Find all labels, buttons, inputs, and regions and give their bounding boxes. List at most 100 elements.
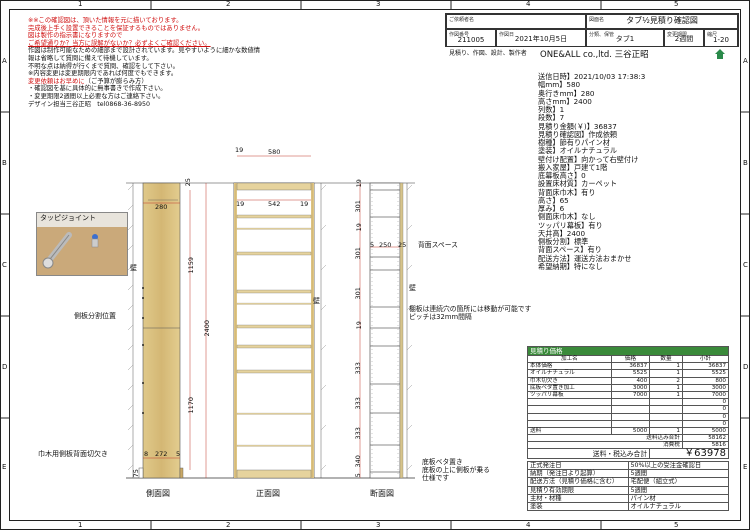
drawing-name: タブ½見積り確認図: [626, 16, 698, 25]
table-row: 塗装オイルナチュラル: [527, 501, 729, 512]
row-item: [527, 412, 612, 421]
grid-col-3: 3: [376, 0, 381, 8]
row-price: [610, 405, 651, 414]
dim-sec-19-c: 19: [354, 321, 363, 330]
company-logo-icon: [715, 49, 725, 59]
shipping-qty: 1: [649, 426, 683, 436]
spec-item: 配送方法】運送方法おまかせ: [538, 253, 632, 263]
note-line: 不明な点は納得が行くまで質問、確認をして下さい。: [28, 62, 179, 70]
grid-col-4-bottom: 4: [526, 521, 531, 529]
dim-bot-8: 8: [144, 450, 149, 458]
order-value: パイン材: [627, 493, 729, 503]
grid-col-5: 5: [674, 0, 679, 8]
inset-label: タッピジョイント: [40, 214, 96, 222]
job-no: 211005: [457, 36, 485, 44]
row-price: 400: [610, 376, 651, 385]
row-subtotal: 36837: [681, 362, 730, 371]
row-price: 36837: [610, 362, 651, 371]
grid-col-2-bottom: 2: [226, 521, 231, 529]
job-label: 作図番号: [449, 32, 470, 38]
subtotal-label: 送料込み合計: [527, 434, 683, 443]
row-qty: [649, 412, 683, 421]
spec-item: 見積り金額(￥)】36837: [538, 121, 617, 131]
row-item: 巾木切欠き: [527, 376, 612, 385]
dim-542: 542: [268, 200, 281, 208]
spec-item: 見積り確認図】作成依頼: [538, 129, 618, 139]
row-item: オイルナチュラル: [527, 369, 612, 378]
note-line: 作図は制作可能なための細部まで設計されています。見やすいように細かな数値情: [28, 47, 261, 55]
table-row: 0: [527, 398, 730, 407]
deadline-label: 変更期限: [667, 32, 688, 38]
shipping-price: 5000: [610, 426, 651, 436]
order-key: 納期（発注日より起算）: [527, 469, 629, 479]
grid-col-1: 1: [78, 0, 83, 8]
dim-sec-301-a: 301: [353, 200, 362, 213]
tapping-joint-photo-icon: [37, 213, 127, 275]
shelf-note-1: 棚板は連続穴の箇所には移動が可能です: [409, 305, 532, 313]
order-value: 5週間: [627, 469, 729, 479]
dim-19-inner: 19: [236, 200, 245, 208]
row-price: [610, 419, 651, 428]
spec-item: 段数】7: [538, 113, 565, 123]
row-qty: 1: [649, 369, 683, 378]
row-price: 5525: [610, 369, 651, 378]
spec-item: 樹種】節有りパイン材: [538, 138, 610, 147]
dim-bot-272: 272: [155, 450, 168, 458]
subtotal-value: 58162: [681, 434, 730, 443]
section-view-title: 断面図: [370, 489, 394, 498]
drawing-label: 図面名: [589, 17, 605, 23]
row-qty: [649, 419, 683, 428]
dim-bot-5: 5: [176, 450, 181, 458]
note-line: ご希望通りか？当方に誤解がないか？必ずよくご確認ください。: [28, 39, 211, 47]
row-item: ツッパリ幕板: [527, 390, 612, 400]
spec-item: 奥行きmm】280: [538, 88, 595, 98]
tax-value: 5816: [681, 441, 730, 450]
row-subtotal: 0: [681, 412, 730, 421]
wall-label-side: 壁: [130, 264, 137, 272]
row-item: 底板ベタ置き加工: [527, 383, 612, 392]
customer-cell: ご依頼者名: [446, 14, 586, 29]
dim-sec-333-c: 333: [353, 427, 362, 440]
row-price: [610, 398, 651, 407]
note-bullet: ・確認図を基に具体的に無事書きで作成下さい。: [28, 85, 167, 93]
grid-row-a: A: [2, 57, 7, 65]
row-subtotal: 0: [681, 419, 730, 428]
maker-company: ONE&ALL co.,ltd. 三谷正昭: [540, 50, 649, 60]
row-item: [527, 398, 612, 407]
grid-col-5-bottom: 5: [674, 521, 679, 529]
grid-row-e: E: [2, 463, 7, 471]
dim-sec-25: 25: [398, 241, 407, 249]
drawing-name-cell: 図面名 タブ½見積り確認図: [586, 14, 738, 29]
back-space-label: 背面スペース: [418, 241, 458, 249]
grid-row-d-right: D: [743, 363, 749, 371]
row-subtotal: 7000: [681, 390, 730, 400]
scale: 1-20: [713, 36, 729, 44]
header-cell: 価格: [610, 354, 651, 364]
dim-sec-19-b: 19: [354, 223, 363, 232]
note-line: ※内容変更は変更期限内であれば何度でもできます。: [28, 70, 178, 78]
note-bullet: ・変更期限2週間以上必要な方はご連絡下さい。: [28, 92, 165, 100]
table-row: 配送方法（見積り価格に含む）宅配便（組立式）: [527, 477, 729, 487]
row-subtotal: 0: [681, 398, 730, 407]
row-price: [610, 412, 651, 421]
deadline: 2週間: [674, 35, 694, 43]
spec-item: 側板分割】標準: [538, 237, 589, 246]
total-value: ￥63978: [649, 448, 729, 460]
spec-item: ツッパリ幕板】有り: [538, 220, 603, 230]
grid-row-c-right: C: [743, 261, 748, 269]
row-price: 7000: [610, 390, 651, 400]
dim-sec-301-c: 301: [353, 287, 362, 300]
row-item: [527, 405, 612, 414]
row-item: [527, 419, 612, 428]
